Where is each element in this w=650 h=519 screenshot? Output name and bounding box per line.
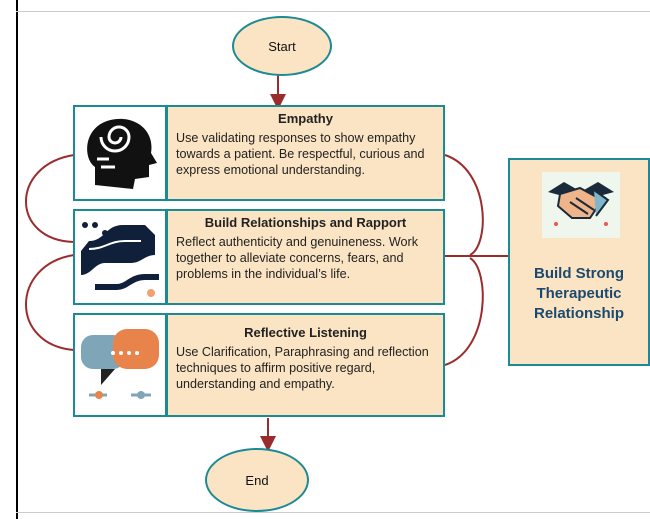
empathy-icon-box <box>73 105 167 201</box>
listening-icon-box <box>73 313 167 417</box>
bottom-border <box>16 512 650 513</box>
left-border <box>16 0 18 519</box>
start-node: Start <box>232 16 332 76</box>
empathy-title: Empathy <box>278 111 333 126</box>
left-loop-1 <box>25 154 75 243</box>
empathy-box: Empathy Use validating responses to show… <box>166 105 445 201</box>
empathy-text: Use validating responses to show empathy… <box>176 131 425 177</box>
rapport-text: Reflect authenticity and genuineness. Wo… <box>176 235 418 281</box>
listening-box: Reflective Listening Use Clarification, … <box>166 313 445 417</box>
top-border <box>16 11 650 12</box>
rapport-title: Build Relationships and Rapport <box>204 215 407 230</box>
rapport-box: Build Relationships and Rapport Reflect … <box>166 209 445 305</box>
handshake-icon <box>542 172 620 238</box>
speech-bubbles-icon <box>81 329 159 399</box>
circuit-icon <box>79 215 161 299</box>
left-loop-2 <box>25 254 75 351</box>
listening-title: Reflective Listening <box>244 325 367 340</box>
right-curve-bottom <box>444 257 484 366</box>
rapport-icon-box <box>73 209 167 305</box>
end-label: End <box>245 472 269 488</box>
right-curve-top <box>444 154 484 256</box>
outcome-title: Build Strong Therapeutic Relationship <box>533 265 624 322</box>
outcome-box: Build Strong Therapeutic Relationship <box>508 158 650 366</box>
end-node: End <box>205 448 309 512</box>
listening-text: Use Clarification, Paraphrasing and refl… <box>176 345 429 391</box>
head-spiral-icon <box>87 118 157 189</box>
start-label: Start <box>268 38 296 54</box>
